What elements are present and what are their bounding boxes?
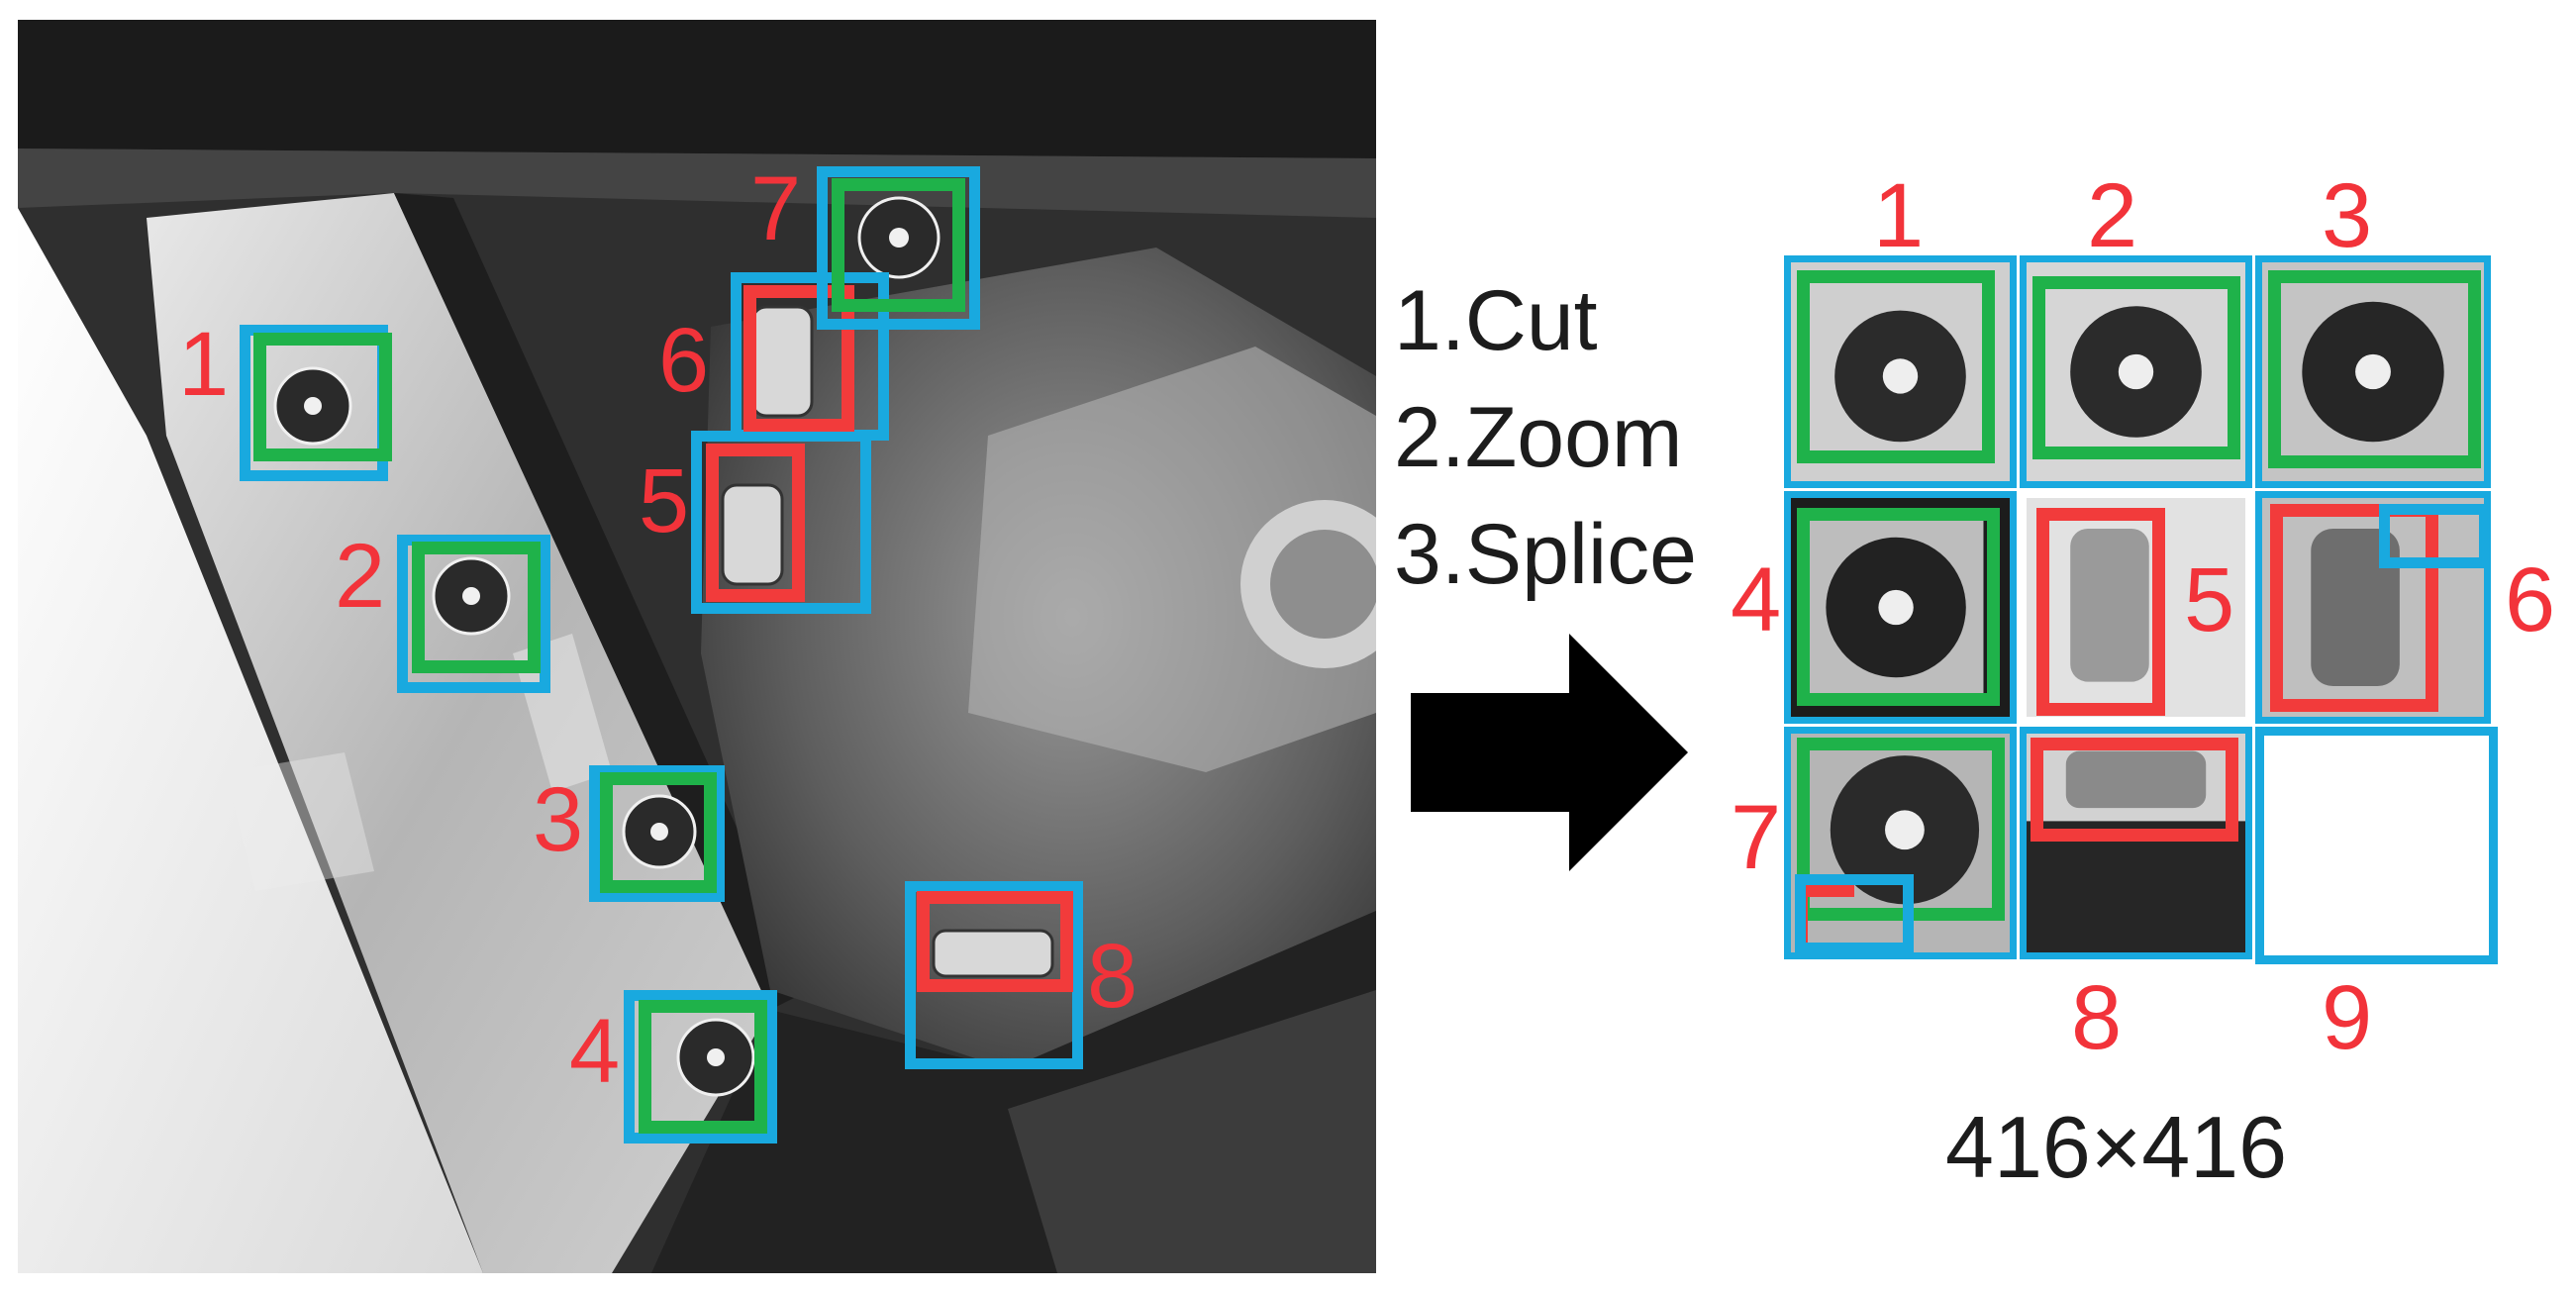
crop-box-7	[817, 166, 980, 330]
mosaic-tile-6	[2255, 491, 2491, 724]
photo-label-8: 8	[1087, 926, 1139, 1027]
mosaic-label-3: 3	[2322, 165, 2373, 266]
source-photo	[18, 20, 1376, 1273]
right-arrow-icon	[1411, 634, 1688, 871]
mosaic-tile-5	[2020, 491, 2252, 724]
part-box-5	[706, 444, 805, 602]
mosaic-tile-2	[2020, 255, 2252, 488]
crop-box-3	[589, 765, 725, 902]
crop-box-2	[397, 535, 550, 693]
part-box-8	[917, 891, 1073, 992]
mosaic-label-2: 2	[2087, 165, 2138, 266]
step-splice: 3.Splice	[1394, 507, 1697, 602]
mosaic-label-7: 7	[1731, 787, 1782, 888]
step-cut: 1.Cut	[1394, 273, 1598, 368]
photo-label-1: 1	[178, 314, 230, 415]
mosaic-tile-9	[2255, 727, 2498, 964]
part-box-3	[600, 772, 717, 893]
photo-label-3: 3	[533, 769, 584, 870]
part-box-1	[253, 333, 392, 461]
part-box-2	[412, 542, 541, 673]
mosaic-tile-7	[1784, 727, 2017, 959]
mosaic-tile-3	[2255, 255, 2491, 488]
photo-label-7: 7	[750, 158, 802, 259]
mosaic-label-1: 1	[1873, 165, 1925, 266]
process-steps: 1.Cut 2.Zoom 3.Splice	[1394, 262, 1697, 613]
mosaic-tile-4	[1784, 491, 2017, 724]
step-zoom: 2.Zoom	[1394, 390, 1683, 485]
photo-label-4: 4	[569, 1001, 621, 1102]
spliced-mosaic	[1784, 255, 2502, 968]
photo-label-2: 2	[335, 526, 386, 627]
crop-box-8	[905, 881, 1083, 1069]
mosaic-tile-8	[2020, 727, 2252, 959]
mosaic-size-caption: 416×416	[1945, 1098, 2288, 1196]
part-box-4	[639, 1000, 767, 1134]
photo-label-5: 5	[639, 450, 690, 551]
mosaic-label-9: 9	[2322, 967, 2373, 1068]
mosaic-label-6: 6	[2505, 549, 2556, 650]
mosaic-label-5: 5	[2184, 549, 2235, 650]
part-box-7	[832, 178, 965, 312]
part-glyphs	[273, 196, 1054, 1097]
mosaic-label-4: 4	[1731, 549, 1782, 650]
mosaic-label-8: 8	[2071, 967, 2123, 1068]
crop-box-4	[624, 990, 777, 1144]
crop-box-6	[731, 272, 889, 441]
mosaic-tile-1	[1784, 255, 2017, 488]
photo-label-6: 6	[658, 310, 710, 411]
